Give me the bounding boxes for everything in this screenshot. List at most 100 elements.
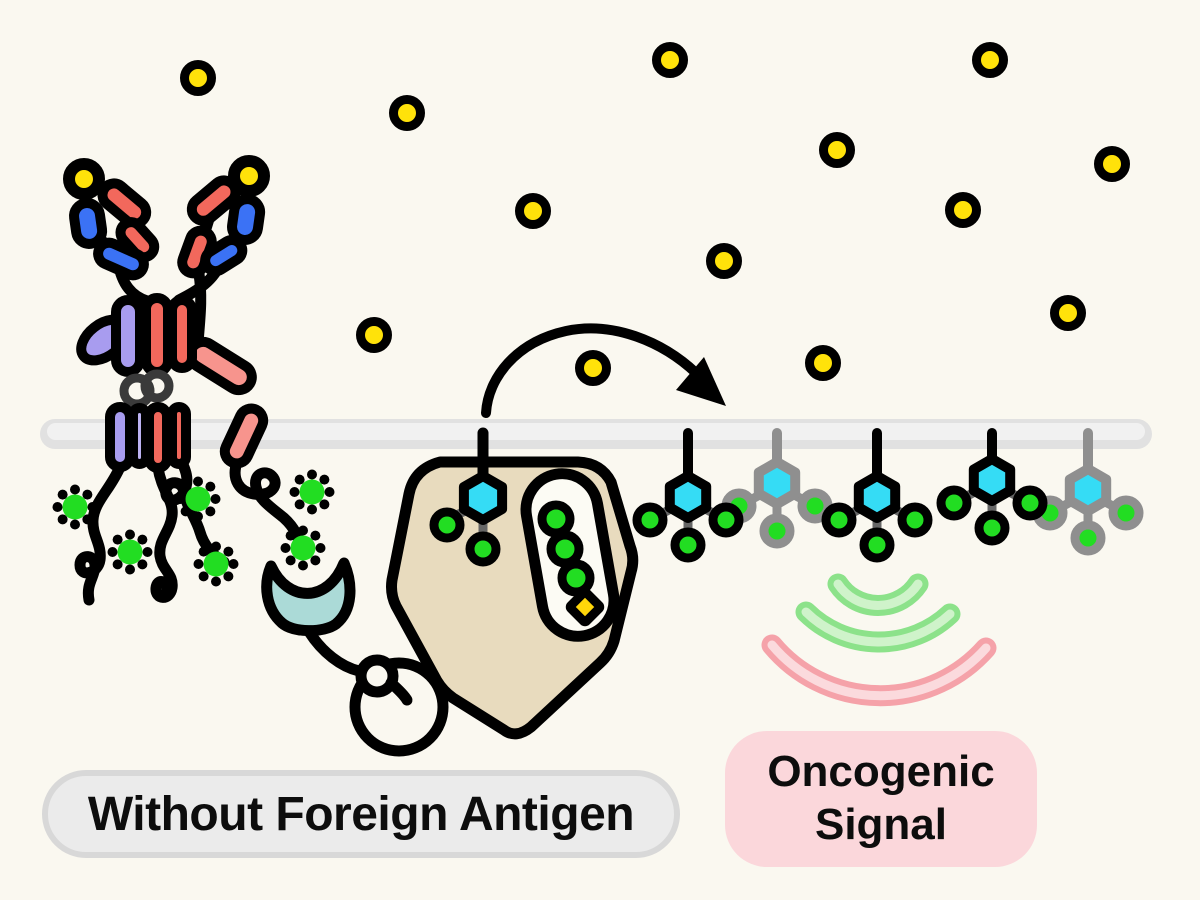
glycan-hexagon-icon xyxy=(853,471,901,523)
glyco-ball-spike xyxy=(70,484,80,495)
antigen-dot xyxy=(652,42,688,78)
glyco-ball-spike xyxy=(211,541,221,552)
glyco-ball xyxy=(107,529,153,575)
glyco-ball-core xyxy=(290,535,316,561)
glycan-sugar xyxy=(897,502,933,538)
chain-links xyxy=(119,369,174,409)
arrow-shaft xyxy=(481,323,701,418)
glycan-sugar xyxy=(974,510,1010,546)
glyco-ball-spike xyxy=(319,474,330,485)
blue-pill xyxy=(227,194,266,245)
glyco-ball-core xyxy=(203,551,229,577)
vesicle-blob xyxy=(349,427,639,757)
glyco-ball-spike xyxy=(137,559,148,570)
antibody-receptor xyxy=(63,155,308,606)
cargo-sugar xyxy=(557,559,595,597)
glyco-ball-spike xyxy=(319,499,330,510)
fab-arm-left xyxy=(69,178,160,281)
receptor-trunk-upper xyxy=(76,293,197,377)
red-pill xyxy=(167,402,191,469)
label-without-foreign-antigen: Without Foreign Antigen xyxy=(42,770,680,858)
red-pill xyxy=(167,295,197,373)
glycan-hexagon-icon xyxy=(753,457,801,509)
glyco-ball-spike xyxy=(57,489,68,500)
antigen-dot xyxy=(389,95,425,131)
glyco-ball-core xyxy=(117,539,143,565)
red-pill xyxy=(144,402,172,473)
antigen-dot xyxy=(805,345,841,381)
signal-arc-inner xyxy=(833,579,923,610)
glyco-ball-spike xyxy=(193,559,204,569)
glycan-sugar xyxy=(708,502,744,538)
glyco-ball-spike xyxy=(70,519,80,530)
glyco-ball-spike xyxy=(142,547,153,557)
glycan-hexagon-icon xyxy=(968,454,1016,506)
glyco-ball-spike xyxy=(228,559,239,569)
decoy-receptor xyxy=(261,557,413,706)
glycan-sugar xyxy=(632,502,668,538)
glyco-ball-spike xyxy=(175,494,186,504)
glyco-ball-spike xyxy=(112,534,123,545)
glyco-ball-spike xyxy=(87,502,98,512)
chain-ring xyxy=(140,369,174,403)
glyco-ball xyxy=(289,469,335,515)
membrane-glycans-gray xyxy=(721,428,1144,556)
glyco-ball-spike xyxy=(298,560,308,571)
cargo-sugar xyxy=(546,530,584,568)
antigen-dot xyxy=(575,350,611,386)
glycan-sugar xyxy=(936,485,972,521)
release-arrow xyxy=(481,323,726,418)
glyco-ball-spike xyxy=(57,514,68,525)
glyco-ball-spike xyxy=(82,514,93,525)
antigen-dot xyxy=(1094,146,1130,182)
glyco-ball xyxy=(52,484,98,530)
antigen-dot xyxy=(945,192,981,228)
purple-pill xyxy=(105,402,135,472)
glyco-ball-spike xyxy=(294,499,305,510)
antigen-dot xyxy=(515,193,551,229)
glycan-hexagon-icon xyxy=(458,471,508,525)
glyco-ball-spike xyxy=(310,530,321,541)
glyco-ball-spike xyxy=(285,530,296,541)
label-oncogenic-signal: Oncogenic Signal xyxy=(725,731,1037,867)
antigen-dot xyxy=(819,132,855,168)
linker-cord-2 xyxy=(385,677,413,706)
glyco-ball-spike xyxy=(285,555,296,566)
red-pill xyxy=(97,178,152,229)
purple-pill xyxy=(111,295,145,377)
glyco-ball-spike xyxy=(211,576,221,587)
red-pill xyxy=(141,293,173,377)
label-right-line2: Signal xyxy=(814,800,948,849)
antigen-dot xyxy=(1050,295,1086,331)
antigen-dot xyxy=(356,317,392,353)
glyco-ball-spike xyxy=(180,481,191,492)
glyco-ball-spike xyxy=(107,547,118,557)
glyco-ball-core xyxy=(185,486,211,512)
capsule-cargo xyxy=(537,500,605,627)
fab-arm-right xyxy=(177,175,266,279)
membrane-band-highlight xyxy=(47,423,1145,440)
glyco-ball-spike xyxy=(223,571,234,582)
glyco-ball-spike xyxy=(280,543,291,553)
glyco-ball xyxy=(175,476,221,522)
label-right-line1: Oncogenic xyxy=(767,747,995,797)
glyco-ball-spike xyxy=(307,469,317,480)
glyco-ball-spike xyxy=(205,481,216,492)
tail-squiggle xyxy=(150,462,178,603)
glyco-ball-spike xyxy=(198,546,209,557)
glycan-sugar xyxy=(465,531,501,567)
blue-pill xyxy=(69,198,108,249)
glyco-ball-spike xyxy=(310,555,321,566)
glyco-ball-spike xyxy=(307,504,317,515)
glycan-sugar xyxy=(429,507,465,543)
cup-icon xyxy=(261,557,356,637)
glycan-sugar xyxy=(759,513,795,549)
bound-antigen-tips xyxy=(63,155,270,200)
tail-squiggle xyxy=(74,461,126,606)
glyco-ball-spike xyxy=(223,546,234,557)
label-left-text: Without Foreign Antigen xyxy=(87,787,635,841)
oncogenic-signal-arcs xyxy=(761,573,997,707)
pink-arm-transmembrane xyxy=(219,403,269,469)
glyco-ball-spike xyxy=(82,489,93,500)
